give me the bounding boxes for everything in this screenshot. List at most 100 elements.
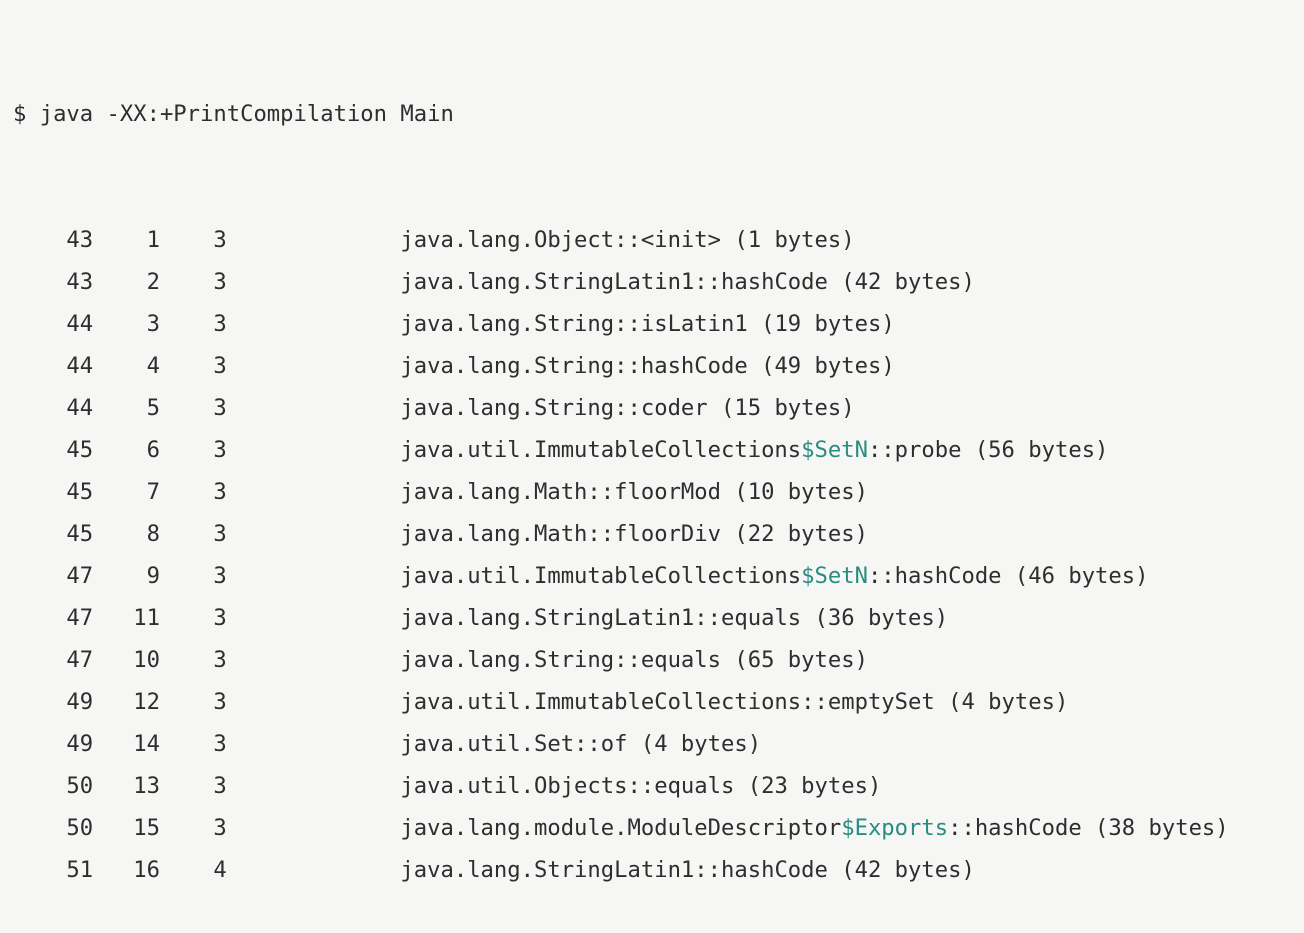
row-timestamp: 47 [13,563,94,589]
row-method-class: java.lang.Math [400,521,588,547]
row-compile-id: 6 [93,437,160,463]
row-method-class: java.lang.StringLatin1 [400,857,695,883]
row-compile-id: 1 [93,227,160,253]
row-tier: 3 [159,353,401,379]
compilation-log-row: 44 3 3 java.lang.String::isLatin1 (19 by… [13,303,1304,345]
row-nested-class: $SetN [801,437,868,463]
row-method-name: ::floorMod [587,479,722,505]
row-tier: 3 [159,269,401,295]
row-method-name: ::probe [867,437,962,463]
compilation-log-row: 47 11 3 java.lang.StringLatin1::equals (… [13,597,1304,639]
row-bytecode-size: (38 bytes) [1081,815,1229,841]
compilation-log-row: 45 7 3 java.lang.Math::floorMod (10 byte… [13,471,1304,513]
row-bytecode-size: (49 bytes) [747,353,895,379]
row-method-class: java.lang.String [400,647,615,673]
row-bytecode-size: (56 bytes) [961,437,1109,463]
row-timestamp: 51 [13,857,94,883]
row-method-class: java.util.Set [400,731,575,757]
compilation-log-row: 50 13 3 java.util.Objects::equals (23 by… [13,765,1304,807]
compilation-log-row: 49 14 3 java.util.Set::of (4 bytes) [13,723,1304,765]
row-compile-id: 3 [93,311,160,337]
row-method-class: java.lang.StringLatin1 [400,269,695,295]
row-method-class: java.lang.String [400,311,615,337]
compilation-log-row: 49 12 3 java.util.ImmutableCollections::… [13,681,1304,723]
row-method-name: ::equals [627,773,735,799]
row-bytecode-size: (36 bytes) [801,605,949,631]
row-bytecode-size: (42 bytes) [827,857,975,883]
row-compile-id: 10 [93,647,160,673]
row-timestamp: 47 [13,605,94,631]
row-method-class: java.lang.module.ModuleDescriptor [400,815,842,841]
terminal-output[interactable]: $ java -XX:+PrintCompilation Main 43 1 3… [0,0,1304,883]
row-method-name: ::floorDiv [587,521,722,547]
compilation-log-row: 47 10 3 java.lang.String::equals (65 byt… [13,639,1304,681]
row-method-name: ::isLatin1 [614,311,748,337]
compilation-log-row: 43 2 3 java.lang.StringLatin1::hashCode … [13,261,1304,303]
row-timestamp: 49 [13,689,94,715]
compilation-log-rows: 43 1 3 java.lang.Object::<init> (1 bytes… [13,219,1304,891]
row-method-name: ::equals [694,605,802,631]
row-timestamp: 44 [13,353,94,379]
row-method-name: ::hashCode [614,353,748,379]
row-compile-id: 15 [93,815,160,841]
compilation-log-row: 50 15 3 java.lang.module.ModuleDescripto… [13,807,1304,849]
row-bytecode-size: (23 bytes) [734,773,882,799]
row-timestamp: 43 [13,227,94,253]
row-tier: 3 [159,773,401,799]
row-compile-id: 2 [93,269,160,295]
row-compile-id: 16 [93,857,160,883]
row-compile-id: 8 [93,521,160,547]
row-method-name: ::hashCode [694,269,828,295]
row-method-class: java.lang.Object [400,227,615,253]
row-method-name: ::hashCode [948,815,1082,841]
command-line: $ java -XX:+PrintCompilation Main [13,93,1304,135]
compilation-log-row: 45 6 3 java.util.ImmutableCollections$Se… [13,429,1304,471]
row-tier: 3 [159,647,401,673]
row-compile-id: 11 [93,605,160,631]
row-method-class: java.lang.StringLatin1 [400,605,695,631]
row-tier: 3 [159,479,401,505]
row-tier: 3 [159,731,401,757]
row-method-name: ::emptySet [801,689,935,715]
row-bytecode-size: (65 bytes) [721,647,868,673]
row-tier: 3 [159,689,401,715]
row-nested-class: $SetN [801,563,868,589]
row-bytecode-size: (10 bytes) [721,479,868,505]
row-tier: 3 [159,437,401,463]
row-timestamp: 44 [13,395,94,421]
row-tier: 3 [159,563,401,589]
compilation-log-row: 44 5 3 java.lang.String::coder (15 bytes… [13,387,1304,429]
row-compile-id: 14 [93,731,160,757]
row-compile-id: 7 [93,479,160,505]
row-bytecode-size: (1 bytes) [721,227,855,253]
row-bytecode-size: (22 bytes) [721,521,868,547]
row-tier: 4 [159,857,401,883]
row-bytecode-size: (19 bytes) [747,311,895,337]
row-method-class: java.util.Objects [400,773,628,799]
row-tier: 3 [159,395,401,421]
row-bytecode-size: (46 bytes) [1001,563,1149,589]
row-method-class: java.util.ImmutableCollections [400,563,802,589]
compilation-log-row: 45 8 3 java.lang.Math::floorDiv (22 byte… [13,513,1304,555]
row-timestamp: 45 [13,521,94,547]
row-compile-id: 5 [93,395,160,421]
row-bytecode-size: (15 bytes) [707,395,855,421]
row-compile-id: 12 [93,689,160,715]
row-tier: 3 [159,815,401,841]
row-method-name: ::hashCode [694,857,828,883]
row-nested-class: $Exports [841,815,949,841]
row-method-class: java.util.ImmutableCollections [400,689,802,715]
row-timestamp: 43 [13,269,94,295]
row-timestamp: 49 [13,731,94,757]
row-bytecode-size: (4 bytes) [934,689,1069,715]
row-compile-id: 9 [93,563,160,589]
row-method-class: java.util.ImmutableCollections [400,437,802,463]
row-tier: 3 [159,605,401,631]
row-tier: 3 [159,227,401,253]
row-timestamp: 50 [13,773,94,799]
command-line-text: $ java -XX:+PrintCompilation Main [13,101,454,127]
row-compile-id: 4 [93,353,160,379]
compilation-log-row: 44 4 3 java.lang.String::hashCode (49 by… [13,345,1304,387]
row-timestamp: 44 [13,311,94,337]
row-method-class: java.lang.Math [400,479,588,505]
